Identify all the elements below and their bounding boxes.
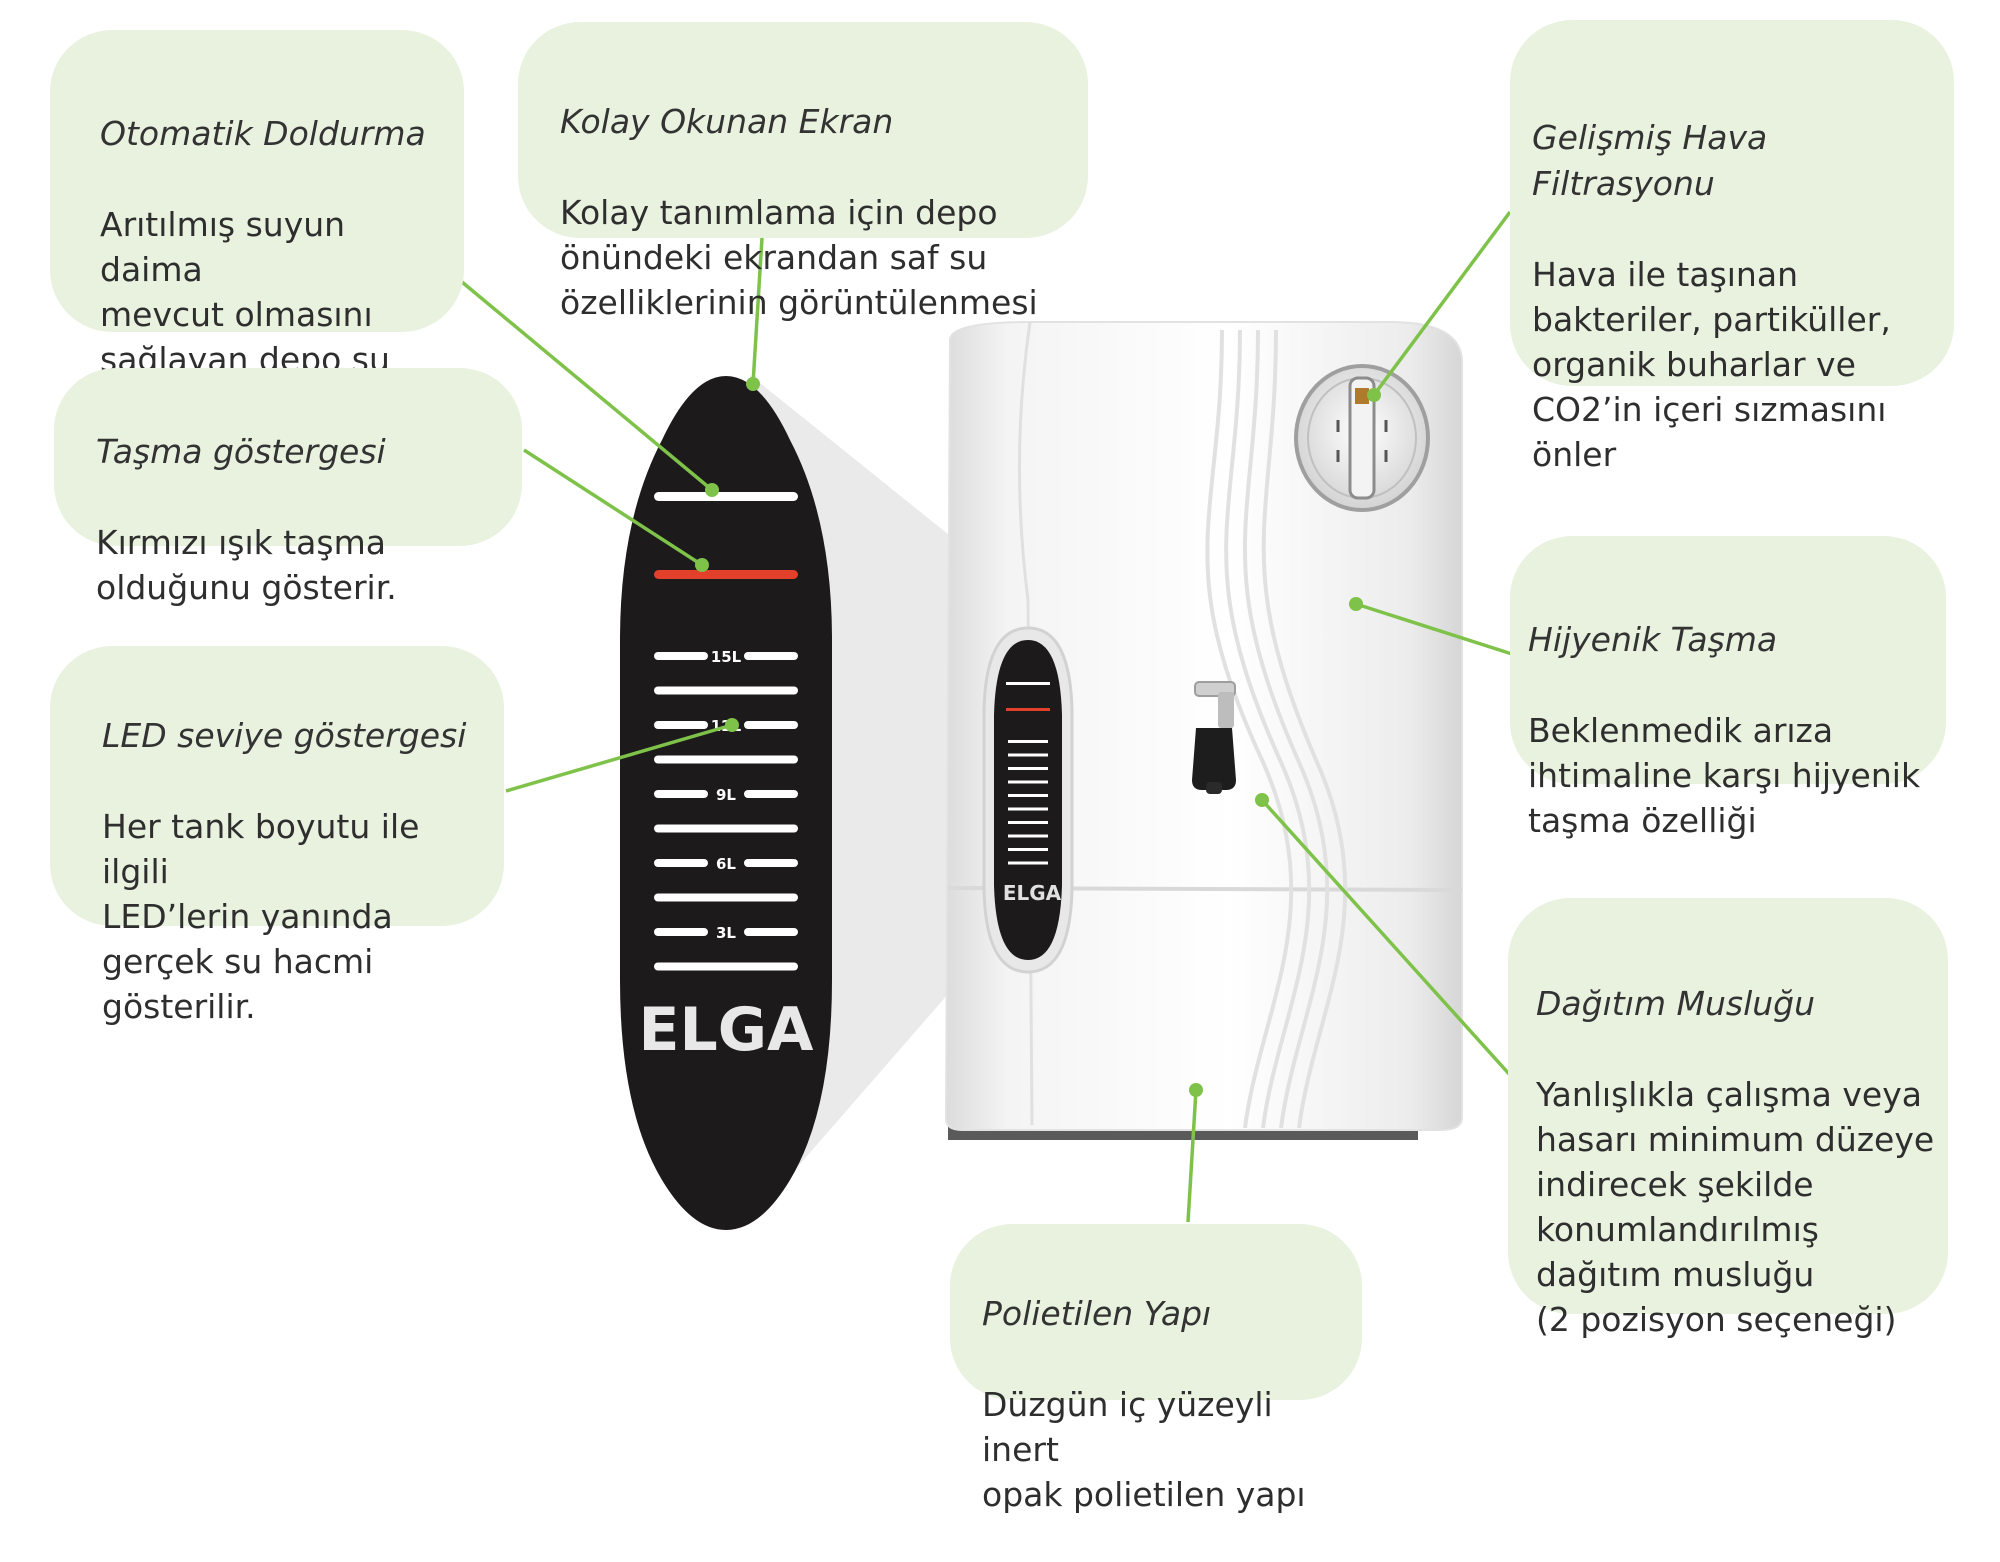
small-led-bar: [1008, 767, 1048, 770]
callout-text: Her tank boyutu ile ilgili LED’lerin yan…: [102, 807, 420, 1026]
dot-overflow-indicator: [695, 558, 709, 572]
callout-title: LED seviye göstergesi: [102, 716, 467, 755]
leader-easy-display: [751, 237, 764, 385]
small-panel-logo: ELGA: [1003, 881, 1062, 905]
led-bar: [654, 790, 708, 798]
dot-polyethylene: [1189, 1083, 1203, 1097]
dispense-tap: [1192, 681, 1236, 794]
small-led-bar: [1008, 848, 1048, 851]
led-level-label: 15L: [711, 648, 742, 666]
led-bar: [654, 652, 708, 660]
callout-title: Kolay Okunan Ekran: [560, 102, 894, 141]
led-bar-full: [654, 492, 798, 501]
led-bar: [744, 790, 798, 798]
small-led-bar: [1008, 807, 1048, 811]
callout-text: Kolay tanımlama için depo önündeki ekran…: [560, 193, 1038, 322]
led-bar: [654, 755, 798, 764]
water-tank: [944, 321, 1463, 1140]
small-led-bar: [1006, 682, 1050, 685]
led-bar: [744, 721, 798, 729]
callout-text: Beklenmedik arıza ihtimaline karşı hijye…: [1528, 711, 1921, 840]
led-bar: [654, 859, 708, 867]
small-led-bar: [1008, 861, 1048, 865]
led-bar: [744, 928, 798, 936]
callout-title: Polietilen Yapı: [982, 1294, 1212, 1333]
leader-dots: [695, 377, 1381, 1097]
dot-dispense-tap: [1255, 793, 1269, 807]
led-bar: [654, 893, 798, 902]
callout-overflow-indicator: Taşma göstergesi Kırmızı ışık taşma oldu…: [54, 368, 522, 607]
small-led-bar: [1008, 821, 1048, 824]
callout-air-filtration: Gelişmiş Hava Filtrasyonu Hava ile taşın…: [1510, 20, 1954, 474]
dot-auto-fill: [705, 483, 719, 497]
led-bar: [654, 721, 708, 729]
small-led-bar: [1008, 740, 1048, 743]
callout-title: Taşma göstergesi: [96, 432, 386, 471]
callout-text: Düzgün iç yüzeyli inert opak polietilen …: [982, 1385, 1306, 1514]
callout-title: Otomatik Doldurma: [100, 114, 426, 153]
leader-led-level: [505, 723, 733, 793]
callout-title: Dağıtım Musluğu: [1536, 984, 1816, 1023]
small-led-bar: [1008, 780, 1048, 784]
panel-logo: ELGA: [639, 995, 814, 1065]
led-panel-zoom: 15L12L9L6L3L ELGA: [620, 376, 832, 1230]
leader-auto-fill: [454, 275, 714, 492]
dot-easy-display: [746, 377, 760, 391]
decorative-ribs: [1205, 329, 1348, 1129]
air-filter-knob: [1294, 364, 1430, 512]
led-panel-background: [620, 376, 832, 1230]
callout-polyethylene: Polietilen Yapı Düzgün iç yüzeyli inert …: [950, 1224, 1362, 1514]
dot-hygienic-overflow: [1349, 597, 1363, 611]
led-bar: [654, 962, 798, 971]
front-display: [982, 626, 1074, 974]
leader-overflow-indicator: [523, 448, 703, 567]
led-bar-overflow-red: [654, 570, 798, 579]
small-led-bar: [1008, 834, 1048, 838]
led-bar: [654, 824, 798, 833]
callout-dispense-tap: Dağıtım Musluğu Yanlışlıkla çalışma veya…: [1508, 898, 1948, 1339]
leader-lines: [454, 210, 1513, 1223]
dot-air-filtration: [1367, 388, 1381, 402]
small-led-bar: [1008, 794, 1048, 797]
led-level-label: 3L: [716, 924, 736, 942]
led-level-label: 9L: [716, 786, 736, 804]
callout-title: Hijyenik Taşma: [1528, 620, 1778, 659]
small-led-bar: [1008, 753, 1048, 757]
callout-title: Gelişmiş Hava Filtrasyonu: [1532, 118, 1768, 203]
callout-auto-fill: Otomatik Doldurma Arıtılmış suyun daima …: [50, 30, 464, 469]
callout-led-level: LED seviye göstergesi Her tank boyutu il…: [50, 646, 504, 1026]
leader-polyethylene: [1186, 1089, 1198, 1223]
callout-easy-display: Kolay Okunan Ekran Kolay tanımlama için …: [518, 22, 1088, 322]
leader-dispense-tap: [1260, 798, 1512, 1077]
callout-text: Yanlışlıkla çalışma veya hasarı minimum …: [1536, 1075, 1935, 1339]
callout-text: Hava ile taşınan bakteriler, partiküller…: [1532, 255, 1891, 474]
led-bar: [744, 652, 798, 660]
led-bar: [654, 928, 708, 936]
leader-air-filtration: [1372, 210, 1512, 397]
dot-led-level: [725, 718, 739, 732]
led-bar: [654, 686, 798, 695]
callout-hygienic-overflow: Hijyenik Taşma Beklenmedik arıza ihtimal…: [1510, 536, 1946, 840]
product-illustration: 15L12L9L6L3L ELGA ELGA: [454, 210, 1513, 1230]
led-bar: [744, 859, 798, 867]
callout-text: Kırmızı ışık taşma olduğunu gösterir.: [96, 523, 397, 607]
led-level-label: 6L: [716, 855, 736, 873]
small-led-bar: [1006, 708, 1050, 711]
leader-hygienic-overflow: [1355, 602, 1513, 656]
